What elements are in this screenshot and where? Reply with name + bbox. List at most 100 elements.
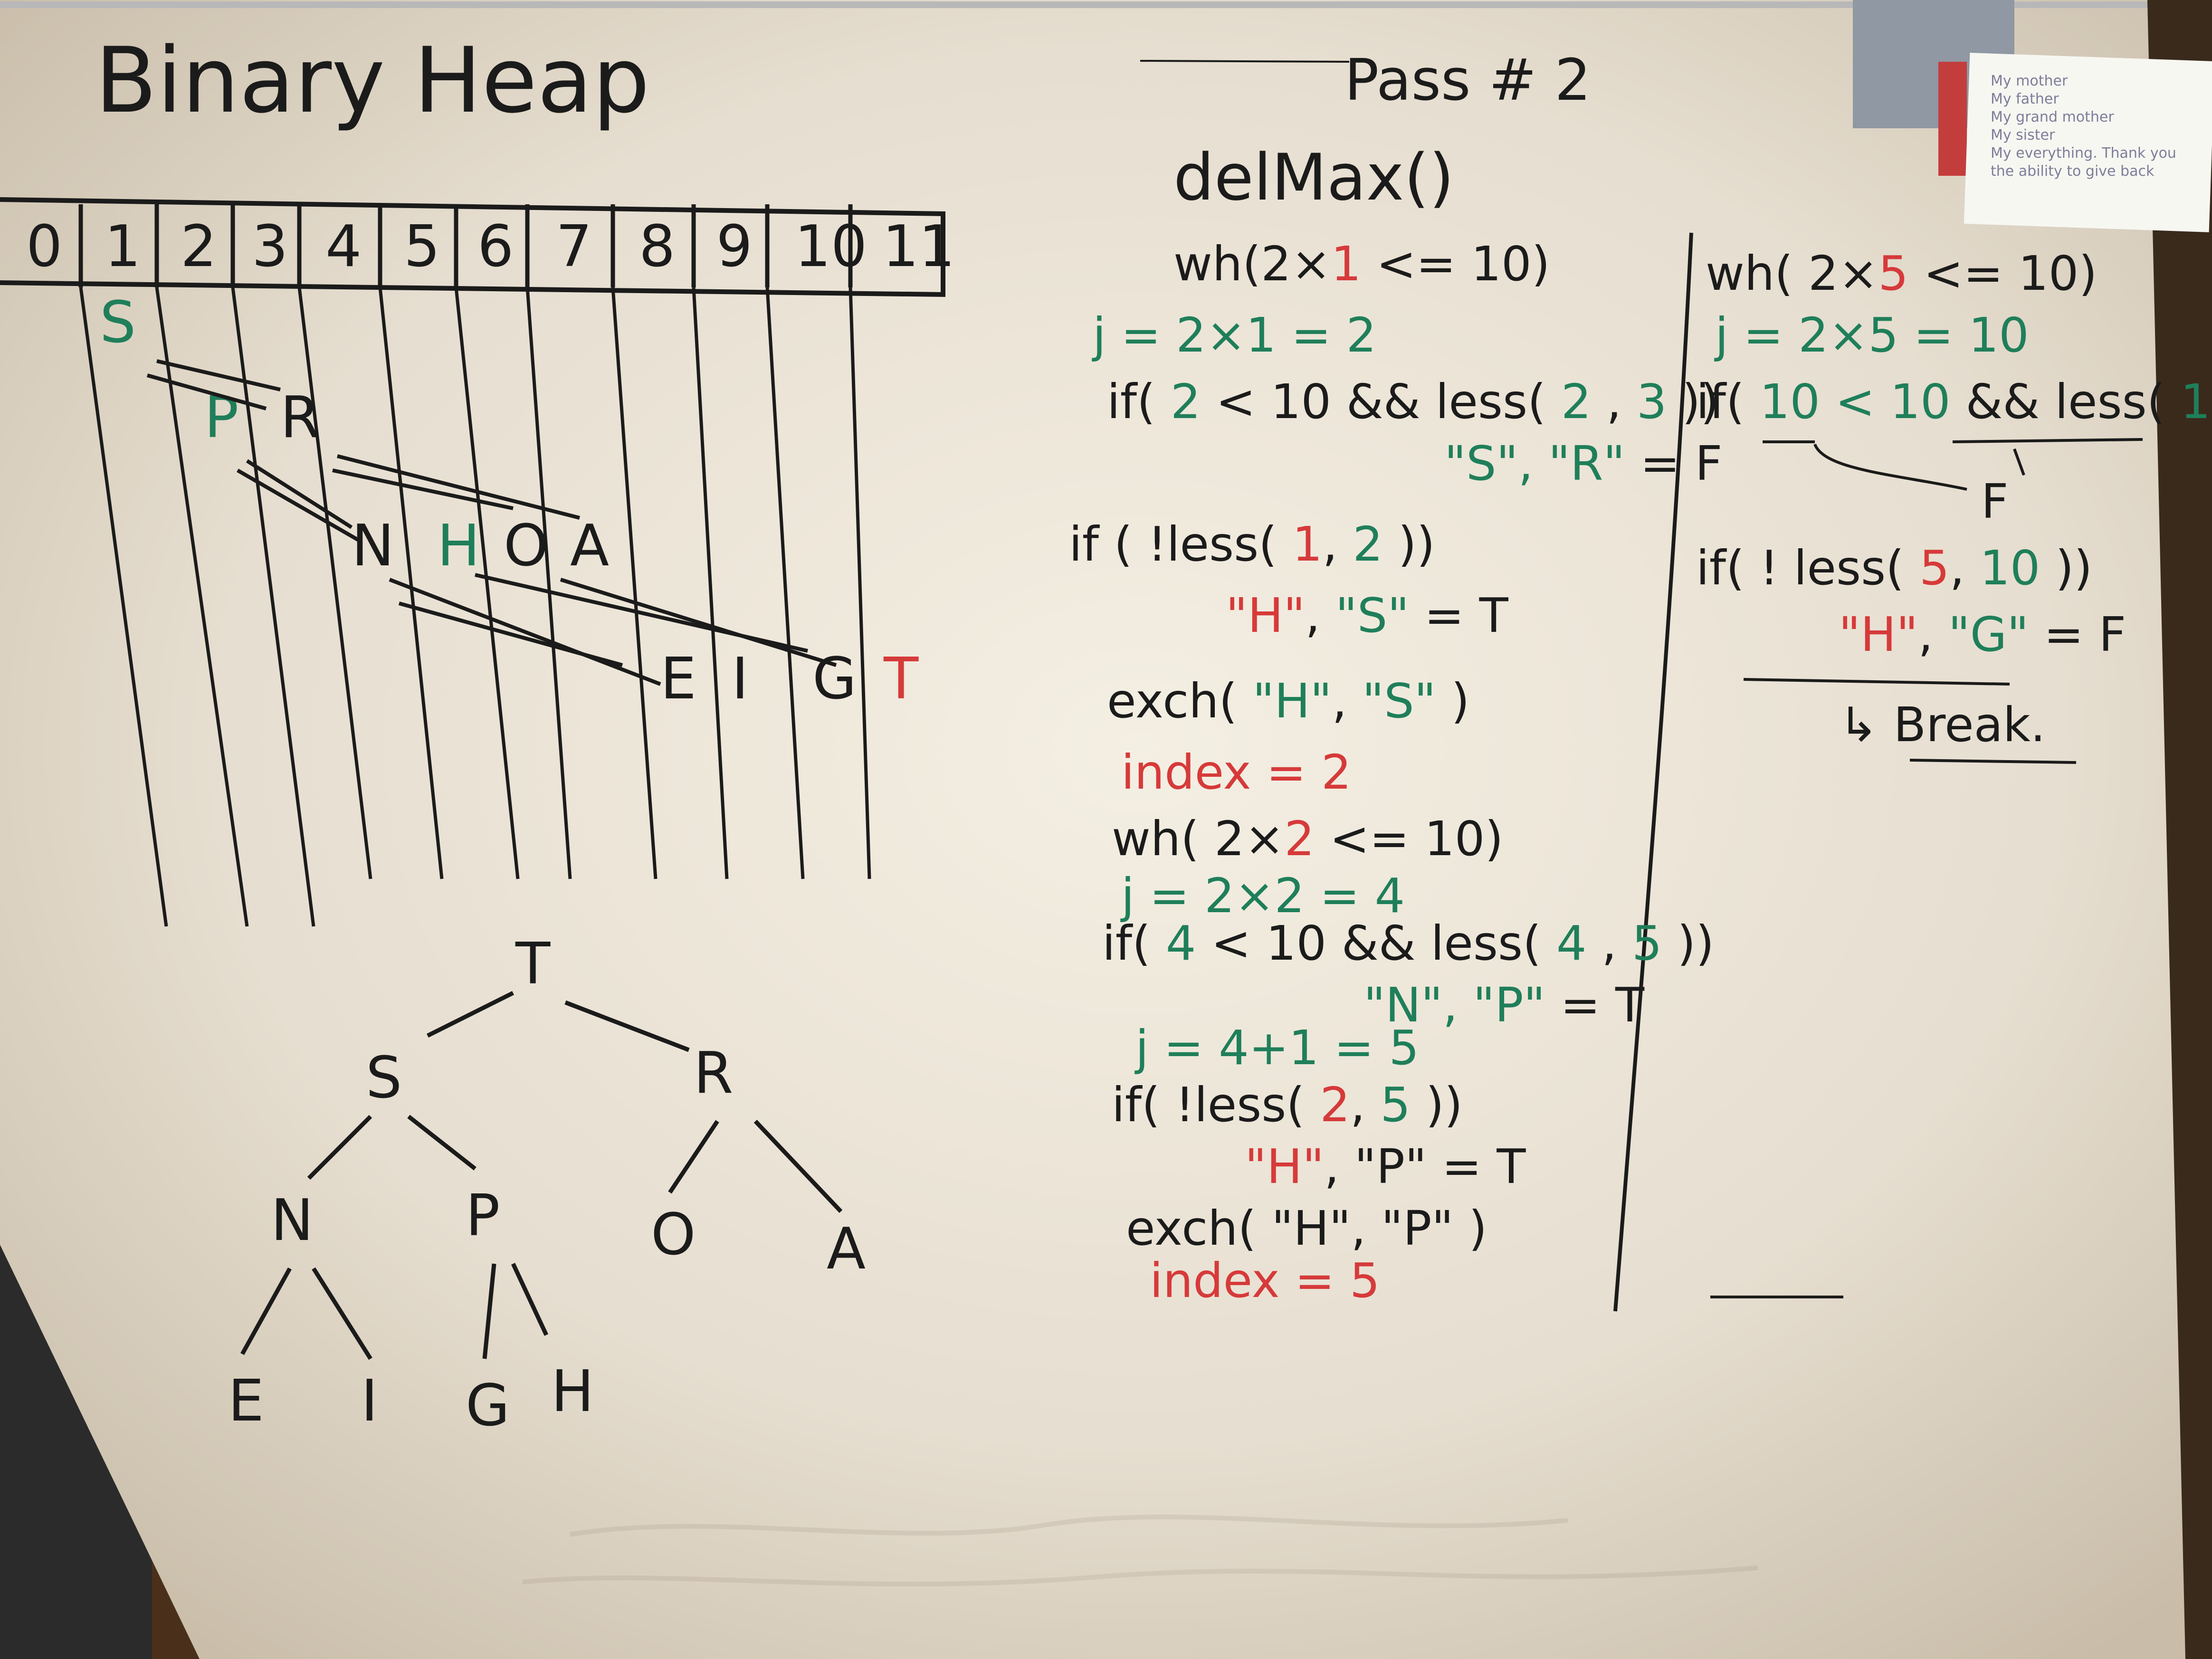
trace-line: "S", "R" = F xyxy=(1444,436,1722,491)
tree-node: S xyxy=(366,1045,402,1111)
trace-token: ↳ Break. xyxy=(1839,697,2046,753)
array-letter: G xyxy=(812,646,857,712)
array-index: 3 xyxy=(252,214,288,280)
trace-token: )) xyxy=(2040,540,2092,596)
trace-line: exch( "H", "S" ) xyxy=(1107,673,1469,729)
trace-token: , xyxy=(1587,915,1632,971)
array-index: 0 xyxy=(26,214,62,280)
tree-node: P xyxy=(466,1183,500,1249)
trace-line: wh(2×1 <= 10) xyxy=(1173,236,1550,292)
array-column-line xyxy=(454,287,520,879)
array-column-line xyxy=(378,287,444,879)
trace-line: wh( 2×5 <= 10) xyxy=(1706,246,2097,301)
trace-token: F xyxy=(1981,474,2009,529)
array-index: 10 xyxy=(795,214,868,280)
trace-line: if ( !less( 1, 2 )) xyxy=(1069,516,1435,572)
trace-line: if( 2 < 10 && less( 2 , 3 )) xyxy=(1107,374,1719,429)
trace-token: 4 xyxy=(1556,915,1587,971)
tree-node: G xyxy=(466,1373,510,1439)
tree-node: T xyxy=(515,931,551,997)
trace-token: "H" xyxy=(1226,588,1305,643)
trace-token: "S" xyxy=(1335,588,1409,643)
array-letter: O xyxy=(504,513,548,579)
trace-token: , xyxy=(1323,516,1353,572)
trace-token: if( xyxy=(1102,915,1166,971)
note-line: the ability to give back xyxy=(1991,163,2155,180)
tree-node: A xyxy=(827,1216,866,1282)
note-line: My mother xyxy=(1991,73,2068,89)
trace-token: , "P" = T xyxy=(1324,1139,1526,1194)
array-column-line xyxy=(849,287,871,879)
trace-line: "H", "S" = T xyxy=(1226,588,1509,643)
array-index: 8 xyxy=(639,214,675,280)
trace-middle: wh(2×1 <= 10) j = 2×1 = 2 if( 2 < 10 && le… xyxy=(1069,236,1722,1308)
tree-node: O xyxy=(651,1202,696,1268)
trace-token: , xyxy=(1918,607,1948,662)
array-letter: A xyxy=(570,513,609,579)
function-name: delMax() xyxy=(1173,140,1454,215)
trace-token: "N", "P" xyxy=(1363,977,1545,1033)
trace-token: 10, 11 xyxy=(2181,374,2212,429)
trace-line: ↳ Break. xyxy=(1839,697,2046,753)
swap-lines xyxy=(146,359,837,686)
trace-token: wh( 2× xyxy=(1706,246,1878,301)
trace-token: ) xyxy=(1436,673,1470,729)
trace-token: j = 2×1 = 2 xyxy=(1092,307,1376,363)
tree-node: N xyxy=(271,1188,314,1254)
trace-token: <= 10) xyxy=(1315,811,1503,867)
array-column-line xyxy=(525,287,572,879)
trace-token: index = 5 xyxy=(1150,1253,1380,1308)
array-column-line xyxy=(79,287,168,927)
tree-node: H xyxy=(551,1359,594,1425)
array-index: 11 xyxy=(883,214,955,280)
trace-line: "N", "P" = T xyxy=(1363,977,1645,1033)
trace-line: if( 10 < 10 && less( 10, 11 )) xyxy=(1696,374,2212,429)
trace-token: = T xyxy=(1409,588,1508,643)
trace-token: if( ! less( xyxy=(1696,540,1919,596)
trace-token: < 10 && less( xyxy=(1201,374,1561,429)
trace-token: "H" xyxy=(1839,607,1918,662)
note-line: My grand mother xyxy=(1991,109,2114,125)
array-index: 2 xyxy=(181,214,217,280)
trace-token: index = 2 xyxy=(1121,744,1352,800)
trace-token: , xyxy=(1350,1077,1381,1133)
trace-token: exch( xyxy=(1107,673,1252,729)
trace-token: 2 xyxy=(1561,374,1592,429)
trace-line: j = 4+1 = 5 xyxy=(1135,1020,1419,1076)
tree-node: I xyxy=(361,1368,378,1434)
trace-token: 5 xyxy=(1632,915,1662,971)
trace-token: 2 xyxy=(1320,1077,1350,1133)
trace-token: <= 10) xyxy=(1361,236,1550,292)
trace-line: if( ! less( 5, 10 )) xyxy=(1696,540,2092,596)
trace-token: j = 2×2 = 4 xyxy=(1120,868,1405,924)
trace-token: 5 xyxy=(1878,246,1908,301)
trace-token: )) xyxy=(1667,374,1719,429)
array-letter: I xyxy=(732,646,748,712)
trace-token: j = 2×5 = 10 xyxy=(1714,307,2029,363)
trace-token: 2 xyxy=(1171,374,1201,429)
array-letter: S xyxy=(100,290,136,356)
pass-header: Pass # 2 xyxy=(1344,48,1591,114)
trace-line: "H", "G" = F xyxy=(1839,607,2126,662)
trace-token: "G" xyxy=(1948,607,2029,662)
trace-token: 4 xyxy=(1166,915,1196,971)
trace-token: "S" xyxy=(1362,673,1436,729)
trace-token: wh(2× xyxy=(1173,236,1331,292)
trace-token: , xyxy=(1592,374,1637,429)
array-index: 9 xyxy=(716,214,753,280)
tree-node: R xyxy=(694,1040,733,1106)
trace-token: if( !less( xyxy=(1112,1077,1320,1133)
trace-token: <= 10) xyxy=(1908,246,2097,301)
trace-token: 5 xyxy=(1919,540,1950,596)
trace-token: if ( !less( xyxy=(1069,516,1292,572)
trace-token: j = 4+1 = 5 xyxy=(1135,1020,1419,1076)
erased-writing xyxy=(522,1514,1758,1587)
trace-token: "H" xyxy=(1252,673,1332,729)
trace-line: "H", "P" = T xyxy=(1245,1139,1526,1194)
whiteboard-frame-right xyxy=(2147,0,2212,1659)
trace-token: , xyxy=(1305,588,1335,643)
